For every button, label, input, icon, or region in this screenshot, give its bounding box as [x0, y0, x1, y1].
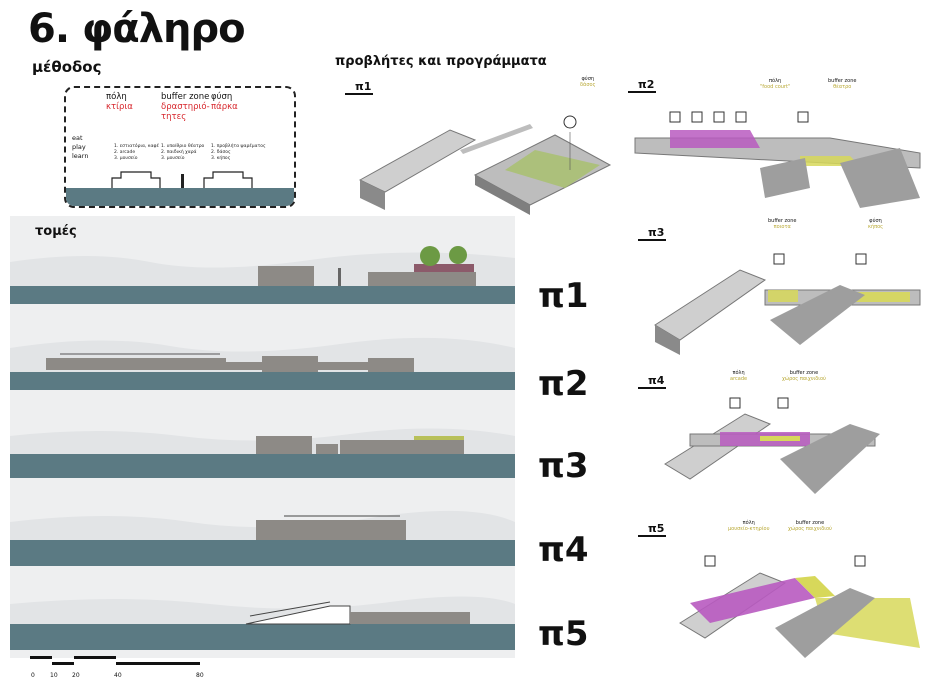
section-p1: [10, 222, 515, 304]
method-item: 1. εστιατόρια, καφέ: [114, 144, 159, 149]
pier-p4-annotation-city: πόλη arcade: [730, 370, 748, 382]
pier-p1-annotation: φύση δάσος: [580, 76, 596, 88]
section-label-p3: π3: [538, 446, 589, 486]
method-item: 2. arcade: [114, 150, 136, 155]
method-col-subtitle: δραστηριό-τητες: [161, 102, 210, 122]
scale-label: 20: [72, 672, 80, 679]
method-verbs: eat play learn: [72, 134, 88, 161]
pier-label-p5: π5: [638, 522, 667, 537]
pier-p3-annotation-nature: φύση κήπος: [868, 218, 884, 230]
method-col-city: πόλη κτίρια: [106, 92, 133, 112]
method-item: 2. δάσος: [211, 150, 231, 155]
page-title: 6. φάληρο: [28, 6, 246, 52]
method-item: 1. προβλήτα ψαρέματος: [211, 144, 266, 149]
pier-p2-axon: [634, 111, 921, 208]
method-items-city: 1. εστιατόρια, καφέ 2. arcade 3. μουσείο: [114, 144, 159, 162]
section-label-p2: π2: [538, 364, 589, 404]
piers-heading: προβλήτες και προγράμματα: [335, 54, 547, 69]
pier-p5-annotation-city: πόλη μουσείο-κτηρίου: [728, 520, 770, 532]
sections-heading: τομές: [35, 224, 77, 239]
scale-label: 40: [114, 672, 122, 679]
pier-p2-annotation-buffer: buffer zone θέατρο: [828, 78, 857, 90]
section-label-p1: π1: [538, 276, 589, 316]
section-p5: [10, 568, 515, 650]
method-col-title: buffer zone: [161, 92, 210, 102]
method-col-buffer: buffer zone δραστηριό-τητες: [161, 92, 211, 122]
pier-p4-axon: [664, 397, 880, 494]
method-item: 3. κήπος: [211, 156, 231, 161]
pier-label-p2: π2: [628, 78, 657, 93]
method-item: 3. μουσείο: [161, 156, 185, 161]
method-col-subtitle: κτίρια: [106, 102, 133, 112]
method-col-title: πόλη: [106, 92, 127, 102]
method-items-nature: 1. προβλήτα ψαρέματος 2. δάσος 3. κήπος: [211, 144, 266, 162]
method-item: 3. μουσείο: [114, 156, 138, 161]
method-diagram: πόλη κτίρια buffer zone δραστηριό-τητες …: [64, 86, 296, 208]
pier-label-p1: π1: [345, 80, 374, 95]
pier-p2-annotation-city: πόλη "food court": [760, 78, 791, 90]
verb-play: play: [72, 143, 86, 151]
method-buildings: [111, 171, 253, 188]
verb-eat: eat: [72, 134, 83, 142]
method-col-subtitle: πάρκα: [211, 102, 238, 112]
pier-label-p4: π4: [638, 374, 667, 389]
scale-label: 10: [50, 672, 58, 679]
method-item: 2. παιδική χαρά: [161, 150, 197, 155]
section-p2: [10, 308, 515, 390]
method-col-nature: φύση πάρκα: [211, 92, 238, 112]
method-water: [66, 188, 294, 206]
pier-p4-annotation-buffer: buffer zone χώρος παιχνιδιού: [782, 370, 826, 382]
scale-bar: [30, 656, 200, 665]
method-col-title: φύση: [211, 92, 233, 102]
scale-label: 80: [196, 672, 204, 679]
pier-p3-annotation-buffer: buffer zone ποιοτα: [768, 218, 797, 230]
section-label-p5: π5: [538, 614, 589, 654]
pier-label-p3: π3: [638, 226, 667, 241]
pier-p5-axon: [679, 555, 920, 658]
verb-learn: learn: [72, 152, 89, 160]
pier-p3-axon: [654, 253, 921, 355]
method-heading: μέθοδος: [32, 58, 102, 76]
section-p3: [10, 396, 515, 478]
pier-p5-annotation-buffer: buffer zone χώρος παιχνιδιού: [788, 520, 832, 532]
section-p4: [10, 484, 515, 566]
section-label-p4: π4: [538, 530, 589, 570]
method-item: 1. υπαίθριο θέατρο: [161, 144, 205, 149]
pier-p1-axon: [358, 115, 612, 215]
scale-label: 0: [31, 672, 35, 679]
method-items-buffer: 1. υπαίθριο θέατρο 2. παιδική χαρά 3. μο…: [161, 144, 204, 162]
